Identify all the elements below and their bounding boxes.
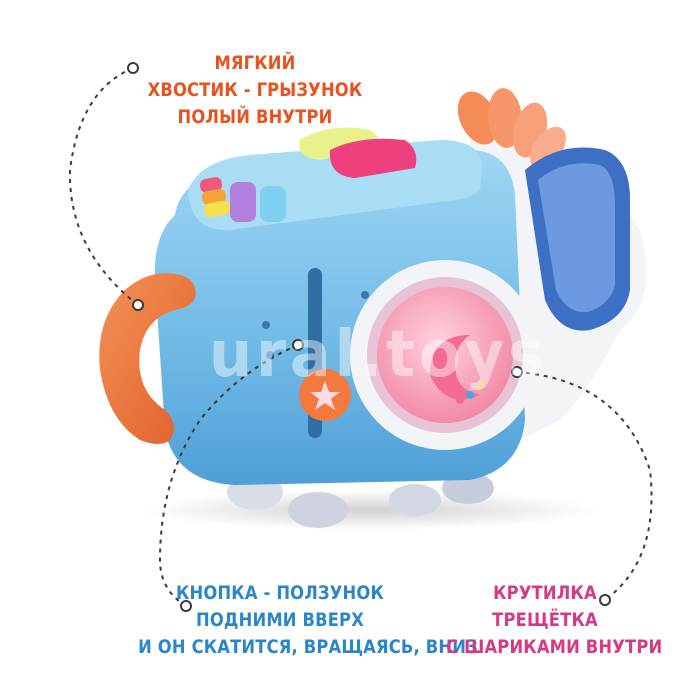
callout-tail: МЯГКИЙ ХВОСТИК - ГРЫЗУНОК ПОЛЫЙ ВНУТРИ <box>130 50 379 131</box>
rainbow-keys <box>199 177 286 222</box>
pink-button <box>329 138 417 178</box>
crest <box>457 88 566 170</box>
callout-tail-line-1: МЯГКИЙ <box>214 52 296 74</box>
orange-trunk <box>99 273 196 444</box>
floor-shadow <box>140 490 600 530</box>
callout-rattle-line-3: С ШАРИКАМИ ВНУТРИ <box>446 636 663 658</box>
callout-rattle-line-1: КРУТИЛКА <box>493 582 597 604</box>
callout-tail-line-3: ПОЛЫЙ ВНУТРИ <box>177 106 333 128</box>
watermark: ural.toys <box>208 318 549 392</box>
callout-lines <box>68 67 653 607</box>
callout-rattle-line-2: ТРЕЩЁТКА <box>492 609 598 631</box>
callout-tail-line-2: ХВОСТИК - ГРЫЗУНОК <box>147 79 363 101</box>
callout-dots <box>127 62 611 612</box>
callout-slider-line-1: КНОПКА - ПОЛЗУНОК <box>176 582 384 604</box>
callout-slider-line-2: ПОДНИМИ ВВЕРХ <box>196 609 364 631</box>
callout-slider: КНОПКА - ПОЛЗУНОК ПОДНИМИ ВВЕРХ И ОН СКА… <box>138 580 478 661</box>
spinner-moon <box>430 335 480 400</box>
callout-rattle: КРУТИЛКА ТРЕЩЁТКА С ШАРИКАМИ ВНУТРИ <box>446 580 663 661</box>
callout-slider-line-3: И ОН СКАТИТСЯ, ВРАЩАЯСЬ, ВНИЗ <box>138 636 478 658</box>
star-icon <box>310 381 340 410</box>
